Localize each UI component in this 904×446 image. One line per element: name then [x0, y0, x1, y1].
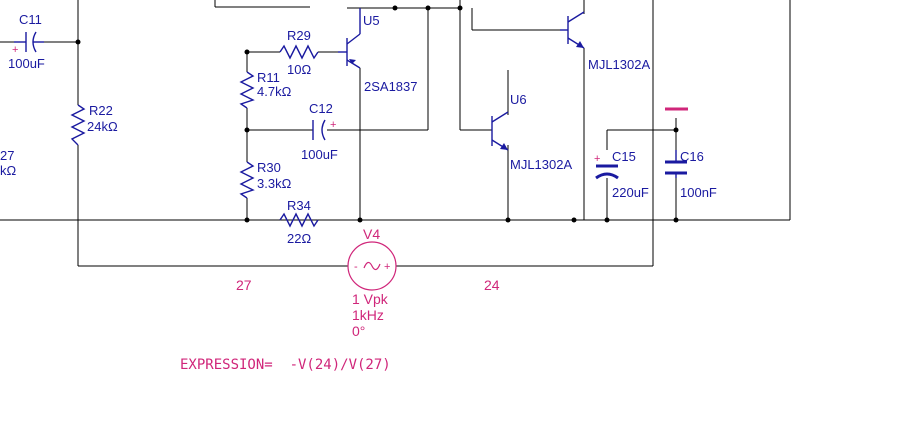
u5-value: 2SA1837 — [364, 79, 418, 94]
ac-source-v4[interactable]: - + — [347, 241, 397, 291]
capacitor-c12[interactable]: + — [312, 119, 336, 141]
r11-ref: R11 — [257, 70, 280, 85]
c15-value: 220uF — [612, 185, 649, 200]
u5-ref: U5 — [363, 13, 380, 28]
u6-value: MJL1302A — [510, 157, 572, 172]
r29-value: 10Ω — [287, 62, 311, 77]
c11-value: 100uF — [8, 56, 45, 71]
r22-ref: R22 — [89, 103, 113, 118]
expression-text: EXPRESSION= -V(24)/V(27) — [180, 357, 391, 373]
resistor-r22[interactable] — [70, 104, 86, 146]
wires — [0, 0, 791, 267]
net-label-right: 24 — [484, 277, 500, 293]
u6-ref: U6 — [510, 92, 527, 107]
v4-ref: V4 — [363, 226, 380, 242]
transistor-mjl1302a-top[interactable] — [560, 11, 585, 49]
v4-plus-mark: + — [384, 261, 390, 273]
c12-value: 100uF — [301, 147, 338, 162]
transistor-u5[interactable] — [338, 8, 361, 69]
v4-phase: 0° — [352, 323, 365, 339]
c15-polarity-mark: + — [594, 153, 600, 165]
r29-ref: R29 — [287, 28, 311, 43]
resistor-r11[interactable] — [239, 71, 255, 109]
v4-frequency: 1kHz — [352, 307, 384, 323]
resistor-r34[interactable] — [279, 212, 319, 228]
r30-ref: R30 — [257, 160, 281, 175]
c15-ref: C15 — [612, 149, 636, 164]
c16-value: 100nF — [680, 185, 717, 200]
capacitor-c11[interactable]: + — [12, 31, 44, 56]
cut-off-ref: 27 — [0, 148, 14, 163]
r22-value: 24kΩ — [87, 119, 118, 134]
v4-minus-mark: - — [354, 261, 358, 273]
transistor-u6[interactable] — [491, 111, 509, 151]
mjl1302a-top-value: MJL1302A — [588, 57, 650, 72]
v4-amplitude: 1 Vpk — [352, 291, 389, 307]
resistor-r30[interactable] — [239, 161, 255, 199]
r34-ref: R34 — [287, 198, 311, 213]
cut-off-value: kΩ — [0, 163, 17, 178]
c12-ref: C12 — [309, 101, 333, 116]
capacitor-c16[interactable] — [665, 150, 687, 178]
c16-ref: C16 — [680, 149, 704, 164]
r34-value: 22Ω — [287, 231, 311, 246]
net-label-left: 27 — [236, 277, 252, 293]
capacitor-c15[interactable]: + — [594, 153, 619, 180]
c12-polarity-mark: + — [330, 119, 336, 131]
c11-ref: C11 — [19, 12, 42, 27]
resistor-r29[interactable] — [279, 44, 319, 60]
r30-value: 3.3kΩ — [257, 176, 292, 191]
r11-value: 4.7kΩ — [257, 84, 292, 99]
c11-polarity-mark: + — [12, 44, 18, 56]
junction-dots — [75, 5, 679, 223]
